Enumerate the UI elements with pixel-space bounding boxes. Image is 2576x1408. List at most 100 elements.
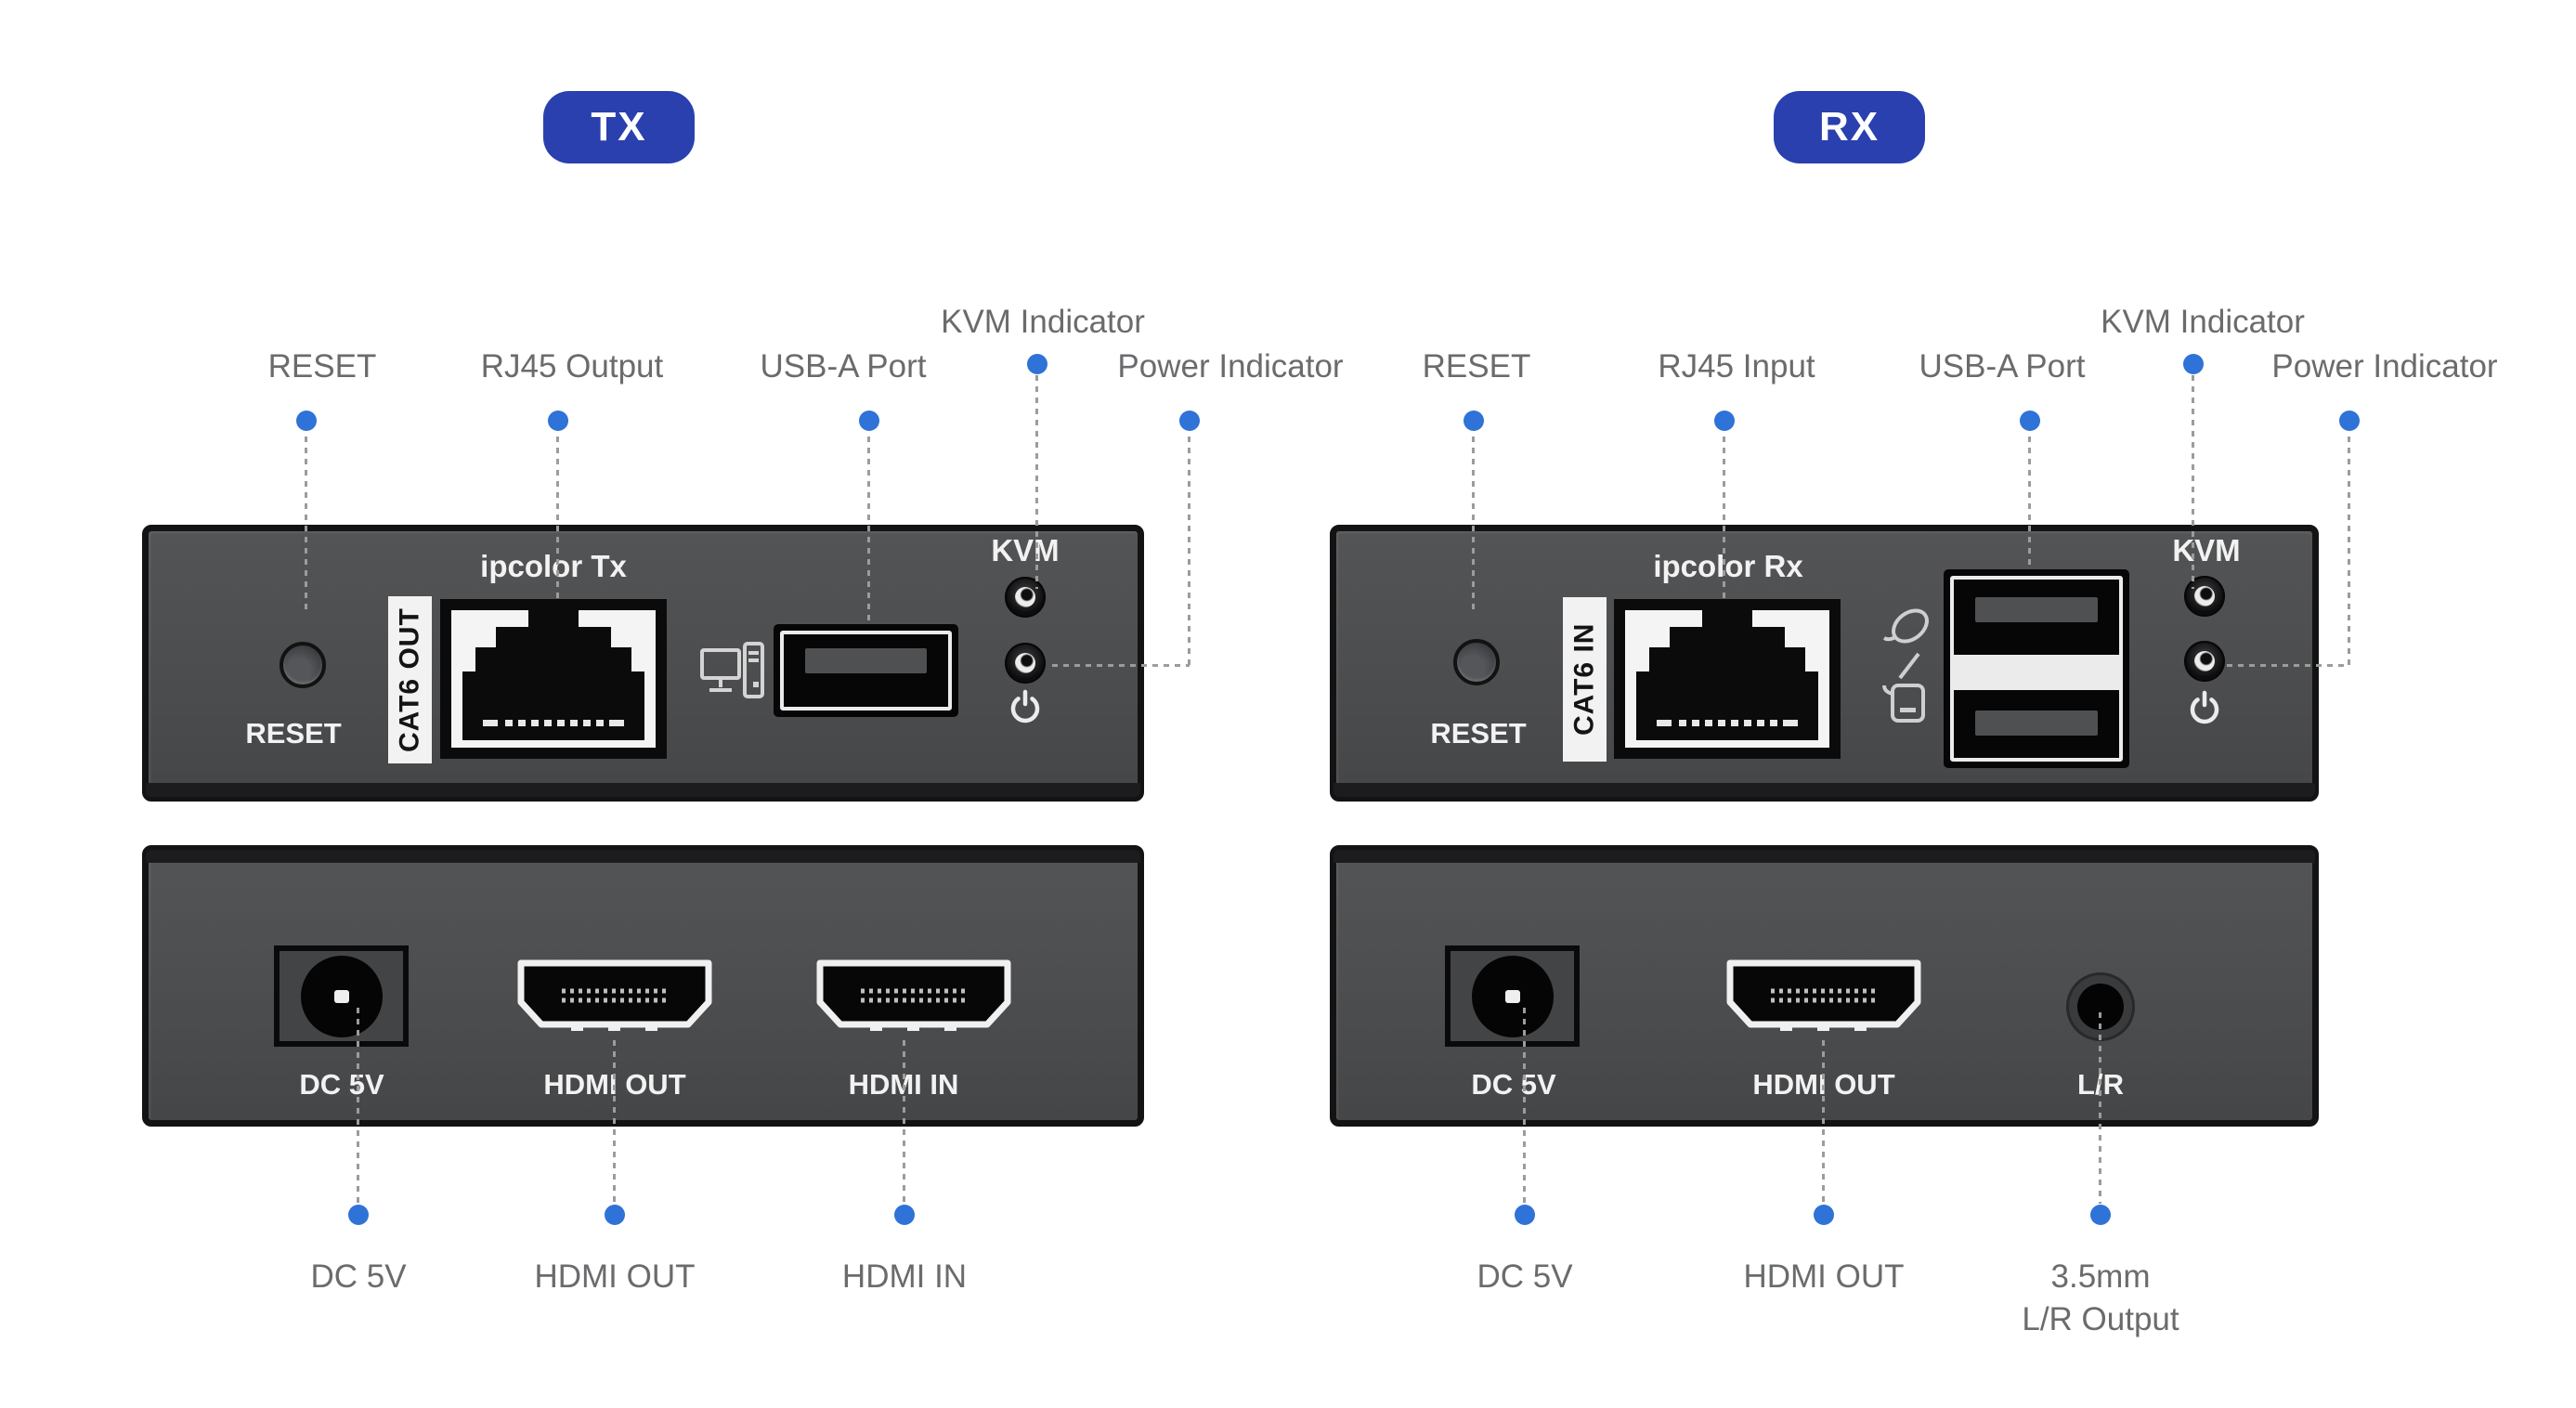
rx-line-usb (2028, 437, 2031, 569)
tx-callout-power: Power Indicator (1117, 348, 1344, 385)
tx-dot-dc (348, 1205, 369, 1225)
rx-line-reset (1472, 437, 1475, 613)
rx-dc-jack (1445, 945, 1580, 1047)
rx-dot-dc (1515, 1205, 1535, 1225)
rx-dot-power (2339, 411, 2360, 431)
rx-line-audio (2099, 1012, 2101, 1204)
rx-callout-kvm: KVM Indicator (2101, 304, 2305, 340)
usb-separator (1952, 655, 2121, 690)
tx-callout-rj45: RJ45 Output (480, 348, 664, 385)
tx-callout-hdmi-out: HDMI OUT (534, 1258, 696, 1295)
usb-tongue (805, 648, 927, 673)
tx-power-led (1005, 643, 1046, 684)
rx-cat6-in-tag: CAT6 IN (1563, 597, 1607, 762)
usb-tongue-top (1975, 597, 2098, 622)
rx-usb-a-ports (1944, 569, 2129, 768)
rx-audio-jack (2066, 972, 2135, 1041)
tx-dc-jack (274, 945, 409, 1047)
tx-callout-kvm: KVM Indicator (941, 304, 1145, 340)
rx-line-power (2348, 437, 2350, 666)
power-symbol-icon (2186, 690, 2223, 732)
tx-reset-button (280, 642, 326, 688)
rx-badge: RX (1774, 91, 1925, 163)
rx-rear-top-edge (1334, 850, 2315, 863)
power-symbol-icon (1007, 689, 1044, 731)
tx-callout-usb: USB-A Port (760, 348, 927, 385)
tx-dot-reset (296, 411, 317, 431)
tx-line-hdmi-out (613, 1040, 616, 1204)
tx-callout-reset: RESET (267, 348, 377, 385)
rx-callout-audio-line1: 3.5mm (2050, 1258, 2151, 1295)
tx-model-label: ipcolor Tx (480, 549, 627, 583)
rx-dot-usb (2020, 411, 2040, 431)
rx-dot-audio (2090, 1205, 2111, 1225)
rx-callout-rj45: RJ45 Input (1658, 348, 1815, 385)
tx-front-bottom-edge (146, 783, 1140, 797)
computer-icon (699, 641, 764, 704)
hdmi-connector-icon (816, 959, 1011, 1031)
mouse-keyboard-icon (1880, 604, 1941, 729)
tx-line-kvm (1035, 375, 1038, 589)
tx-kvm-led (1005, 577, 1046, 618)
rx-callout-audio: 3.5mm L/R Output (2022, 1256, 2179, 1341)
tx-dot-hdmi-in (894, 1205, 915, 1225)
rj45-jack-icon (440, 599, 667, 759)
rx-line-power-horizontal (2227, 664, 2349, 667)
tx-reset-label: RESET (245, 717, 342, 750)
rx-rj45-port (1614, 599, 1841, 763)
tx-line-power (1188, 437, 1190, 666)
tx-line-usb (867, 437, 870, 620)
rx-line-rj45 (1723, 437, 1725, 599)
rx-reset-label: RESET (1430, 717, 1527, 750)
tx-cat6-out-tag: CAT6 OUT (388, 596, 432, 763)
rx-callout-hdmi-out: HDMI OUT (1743, 1258, 1905, 1295)
rx-callout-dc: DC 5V (1477, 1258, 1573, 1295)
rx-front-panel: RESET CAT6 IN ipcolor Rx (1330, 525, 2319, 802)
rj45-jack-icon (1614, 599, 1841, 759)
tx-usb-a-port (774, 624, 958, 717)
tx-dot-kvm (1027, 354, 1047, 374)
tx-line-dc (357, 1008, 359, 1204)
tx-dot-usb (859, 411, 879, 431)
rx-dot-hdmi-out (1814, 1205, 1834, 1225)
usb-tongue-bottom (1975, 711, 2098, 736)
tx-dot-rj45 (548, 411, 568, 431)
tx-dot-hdmi-out (605, 1205, 625, 1225)
tx-line-reset (305, 437, 307, 613)
rx-callout-reset: RESET (1422, 348, 1531, 385)
rx-callout-audio-line2: L/R Output (2022, 1301, 2179, 1337)
rx-callout-usb: USB-A Port (1919, 348, 2086, 385)
rx-dc-label: DC 5V (1471, 1068, 1556, 1101)
tx-hdmi-out-port (514, 956, 716, 1042)
tx-rear-panel: DC 5V HDMI OUT (142, 845, 1144, 1127)
rx-hdmi-out-port (1723, 956, 1925, 1042)
tx-hdmi-in-port (813, 956, 1015, 1042)
rx-callout-power: Power Indicator (2271, 348, 2498, 385)
hdmi-connector-icon (517, 959, 712, 1031)
tx-badge: TX (543, 91, 695, 163)
rx-model-label: ipcolor Rx (1653, 549, 1803, 583)
tx-line-power-horizontal (1052, 664, 1190, 667)
tx-rear-top-edge (146, 850, 1140, 863)
rx-dot-reset (1464, 411, 1484, 431)
tx-line-hdmi-in (903, 1040, 905, 1204)
rx-front-bottom-edge (1334, 783, 2315, 797)
tx-rj45-port (440, 599, 667, 763)
rx-power-led (2184, 641, 2225, 682)
tx-line-rj45 (556, 437, 559, 599)
tx-kvm-label: KVM (991, 533, 1060, 567)
rx-dot-kvm (2183, 354, 2204, 374)
rx-kvm-label: KVM (2172, 533, 2241, 567)
hdmi-connector-icon (1726, 959, 1921, 1031)
tx-callout-hdmi-in: HDMI IN (841, 1258, 968, 1295)
tx-callout-dc: DC 5V (310, 1258, 407, 1295)
rx-line-hdmi-out (1822, 1040, 1825, 1204)
rx-reset-button (1453, 639, 1500, 685)
tx-dot-power (1179, 411, 1200, 431)
rx-line-kvm (2192, 375, 2194, 589)
tx-dc-label: DC 5V (299, 1068, 384, 1101)
tx-front-panel: RESET CAT6 OUT ipcolor Tx (142, 525, 1144, 802)
dc-pin (1504, 989, 1520, 1003)
dc-pin (333, 989, 349, 1003)
